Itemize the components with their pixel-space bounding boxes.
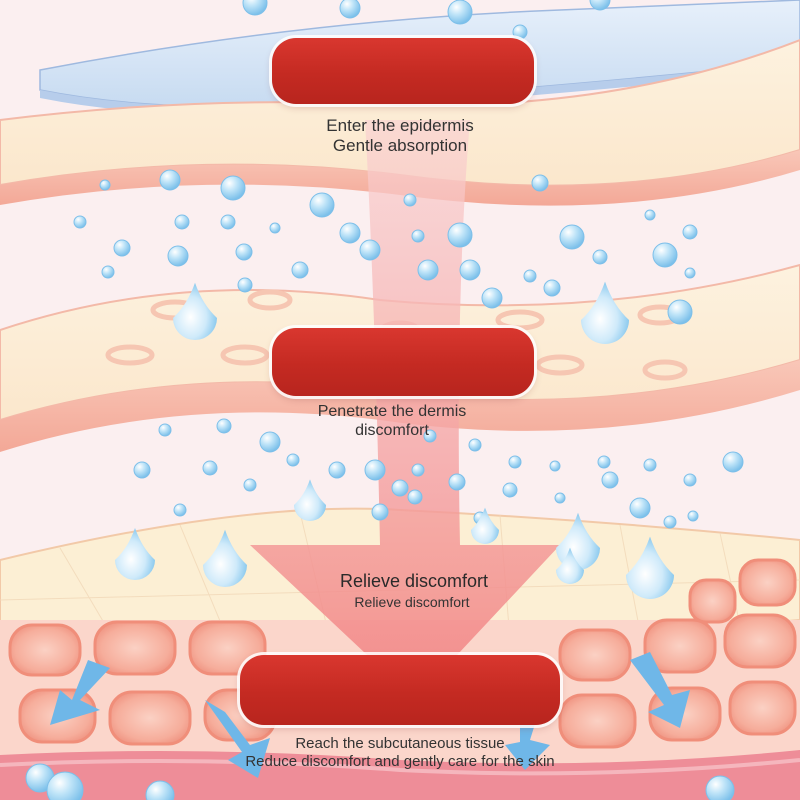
- bubble-icon: [411, 463, 425, 477]
- bubble-icon: [371, 503, 389, 521]
- bubble-icon: [174, 214, 190, 230]
- bubble-icon: [145, 780, 175, 800]
- bubble-icon: [173, 503, 187, 517]
- bubble-icon: [589, 0, 611, 11]
- bubble-icon: [705, 775, 735, 800]
- bubble-icon: [133, 461, 151, 479]
- step-2-pill: [272, 328, 534, 396]
- bubble-icon: [508, 455, 522, 469]
- bubble-icon: [159, 169, 181, 191]
- bubble-icon: [113, 239, 131, 257]
- step-3-title: Relieve discomfort: [339, 571, 489, 591]
- step-1-title: Enter the epidermis: [326, 116, 474, 135]
- spread-arrow-icon: [50, 652, 690, 778]
- bubble-icon: [559, 224, 585, 250]
- bubble-icon: [216, 418, 232, 434]
- bubble-icon: [101, 265, 115, 279]
- down-arrow-icon: [250, 120, 560, 700]
- bubble-icon: [291, 261, 309, 279]
- step-1-pill: [272, 38, 534, 104]
- bubble-icon: [158, 423, 172, 437]
- bubble-icon: [447, 222, 473, 248]
- bubble-icon: [682, 224, 698, 240]
- bubble-icon: [512, 24, 528, 40]
- droplet-icon: [115, 281, 674, 599]
- bubble-icon: [448, 473, 466, 491]
- bubble-icon: [554, 492, 566, 504]
- bubble-icon: [502, 482, 518, 498]
- bubble-icon: [391, 479, 409, 497]
- droplet-icon: [173, 282, 217, 340]
- bubble-icon: [667, 299, 693, 325]
- bubble-icon: [364, 459, 386, 481]
- step-2-subtitle: discomfort: [355, 422, 429, 439]
- droplet-icon: [581, 281, 629, 344]
- bubble-icon: [722, 451, 744, 473]
- bubble-icon: [328, 461, 346, 479]
- bubble-icon: [403, 193, 417, 207]
- bubble-icon: [684, 267, 696, 279]
- bubble-icon: [202, 460, 218, 476]
- bubble-icon: [644, 209, 656, 221]
- bubble-icon: [242, 0, 268, 16]
- bubble-icon: [99, 179, 111, 191]
- step-3-subtitle: Relieve discomfort: [354, 594, 470, 610]
- droplet-icon: [203, 529, 247, 587]
- droplet-icon: [115, 528, 155, 580]
- bubble-icon: [447, 0, 473, 25]
- bubble-icon: [468, 438, 482, 452]
- bubble-icon: [269, 222, 281, 234]
- bubble-icon: [531, 174, 549, 192]
- bubble-icon: [235, 243, 253, 261]
- droplet-icon: [626, 536, 674, 599]
- bubble-icon: [407, 489, 423, 505]
- bubble-icon: [286, 453, 300, 467]
- bubble-icon: [243, 478, 257, 492]
- bubble-icon: [652, 242, 678, 268]
- bubble-icon: [237, 277, 253, 293]
- bubble-icon: [220, 214, 236, 230]
- step-4-title: Reach the subcutaneous tissue: [295, 735, 505, 752]
- bubble-icon: [597, 455, 611, 469]
- bubble-icon: [629, 497, 651, 519]
- bubble-icon: [25, 0, 744, 800]
- bubble-icon: [549, 460, 561, 472]
- droplet-icon: [556, 547, 584, 584]
- bubble-icon: [687, 510, 699, 522]
- step-4-subtitle: Reduce discomfort and gently care for th…: [245, 753, 555, 770]
- bubble-icon: [643, 458, 657, 472]
- droplet-icon: [294, 479, 326, 521]
- bubble-icon: [359, 239, 381, 261]
- bubble-icon: [167, 245, 189, 267]
- bubble-icon: [683, 473, 697, 487]
- bubble-icon: [417, 259, 439, 281]
- bubble-icon: [411, 229, 425, 243]
- bubble-icon: [481, 287, 503, 309]
- bubble-icon: [459, 259, 481, 281]
- bubble-icon: [220, 175, 246, 201]
- bubble-icon: [46, 771, 84, 800]
- bubble-icon: [339, 222, 361, 244]
- step-1-subtitle: Gentle absorption: [332, 136, 468, 155]
- bubble-icon: [601, 471, 619, 489]
- bubble-icon: [259, 431, 281, 453]
- bubble-icon: [523, 269, 537, 283]
- bubble-icon: [663, 515, 677, 529]
- bubble-icon: [592, 249, 608, 265]
- bubble-icon: [73, 215, 87, 229]
- bubble-icon: [339, 0, 361, 19]
- step-2-title: Penetrate the dermis: [317, 403, 467, 420]
- bubble-icon: [543, 279, 561, 297]
- step-4-pill: [240, 655, 560, 725]
- droplet-icon: [471, 507, 499, 544]
- bubble-icon: [423, 429, 437, 443]
- bubble-icon: [309, 192, 335, 218]
